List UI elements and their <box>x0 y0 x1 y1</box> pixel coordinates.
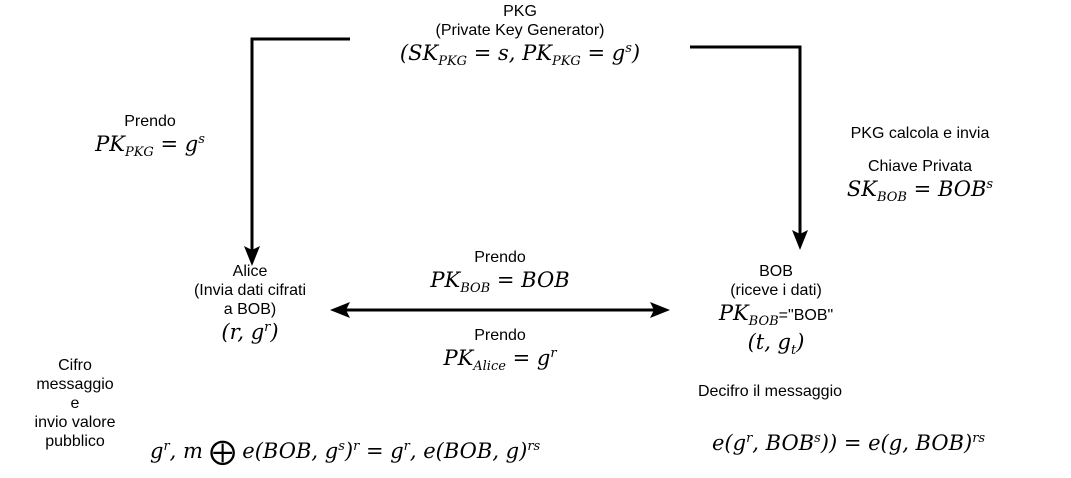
bottom-edge-prendo: Prendo <box>474 327 526 344</box>
alice-node: Alice (Invia dati cifrati a BOB) (r, gr) <box>150 262 350 345</box>
arrowhead-bob <box>792 230 808 250</box>
arrowhead-alice <box>244 246 260 266</box>
arrowhead-left <box>330 302 350 318</box>
arrowhead-right <box>650 302 670 318</box>
decrypt-label: Decifro il messaggio <box>697 383 843 400</box>
top-edge-label: Prendo PKBOB = BOB <box>380 248 620 297</box>
left-edge-prendo: Prendo <box>124 113 176 130</box>
right-edge-line2: Chiave Privata <box>867 158 973 175</box>
pkg-key-formula: (SKPKG = s, PKPKG = gs) <box>399 41 641 70</box>
encrypt-note: Cifro messaggio e invio valore pubblico <box>10 356 140 451</box>
xor-operator-icon: ⨁ <box>209 437 236 467</box>
alice-formula: (r, gr) <box>221 320 279 344</box>
left-edge-label: Prendo PKPKG = gs <box>60 112 240 161</box>
edge-pkg-to-bob <box>690 45 802 240</box>
bottom-edge-formula: PKAlice = gr <box>443 346 557 375</box>
right-edge-formula: SKBOB = BOBs <box>846 177 994 206</box>
encrypt-note-line5: pubblico <box>45 433 105 450</box>
alice-line3: a BOB) <box>223 301 277 318</box>
pkg-subtitle: (Private Key Generator) <box>435 22 605 39</box>
bottom-edge-label: Prendo PKAlice = gr <box>380 326 620 375</box>
decrypt-formula: e(gr, BOBs)) = e(g, BOB)rs <box>712 431 986 455</box>
pkg-node: PKG (Private Key Generator) (SKPKG = s, … <box>360 2 680 70</box>
bob-pk-formula: PKBOB="BOB" <box>718 301 834 330</box>
edge-pkg-to-alice <box>250 37 350 260</box>
bob-node: BOB (riceve i dati) PKBOB="BOB" (t, gt) <box>676 262 876 359</box>
left-edge-formula: PKPKG = gs <box>95 132 205 161</box>
encrypt-note-line1: Cifro <box>58 357 92 374</box>
top-edge-formula: PKBOB = BOB <box>430 268 570 297</box>
encrypt-note-line4: invio valore <box>34 414 116 431</box>
bob-tg-formula: (t, gt) <box>747 330 805 359</box>
encrypt-note-line2: messaggio <box>36 376 114 393</box>
right-edge-label: PKG calcola e invia Chiave Privata SKBOB… <box>810 124 1030 206</box>
alice-line2: (Invia dati cifrati <box>193 282 307 299</box>
right-edge-line1: PKG calcola e invia <box>850 125 990 142</box>
alice-name: Alice <box>232 263 268 280</box>
bob-name: BOB <box>759 263 793 280</box>
top-edge-prendo: Prendo <box>474 249 526 266</box>
pkg-title: PKG <box>503 3 537 20</box>
encrypt-formula: gr, m ⨁ e(BOB, gs)r = gr, e(BOB, g)rs <box>150 437 541 467</box>
encrypt-note-line3: e <box>70 395 80 412</box>
bob-line2: (riceve i dati) <box>730 282 822 299</box>
